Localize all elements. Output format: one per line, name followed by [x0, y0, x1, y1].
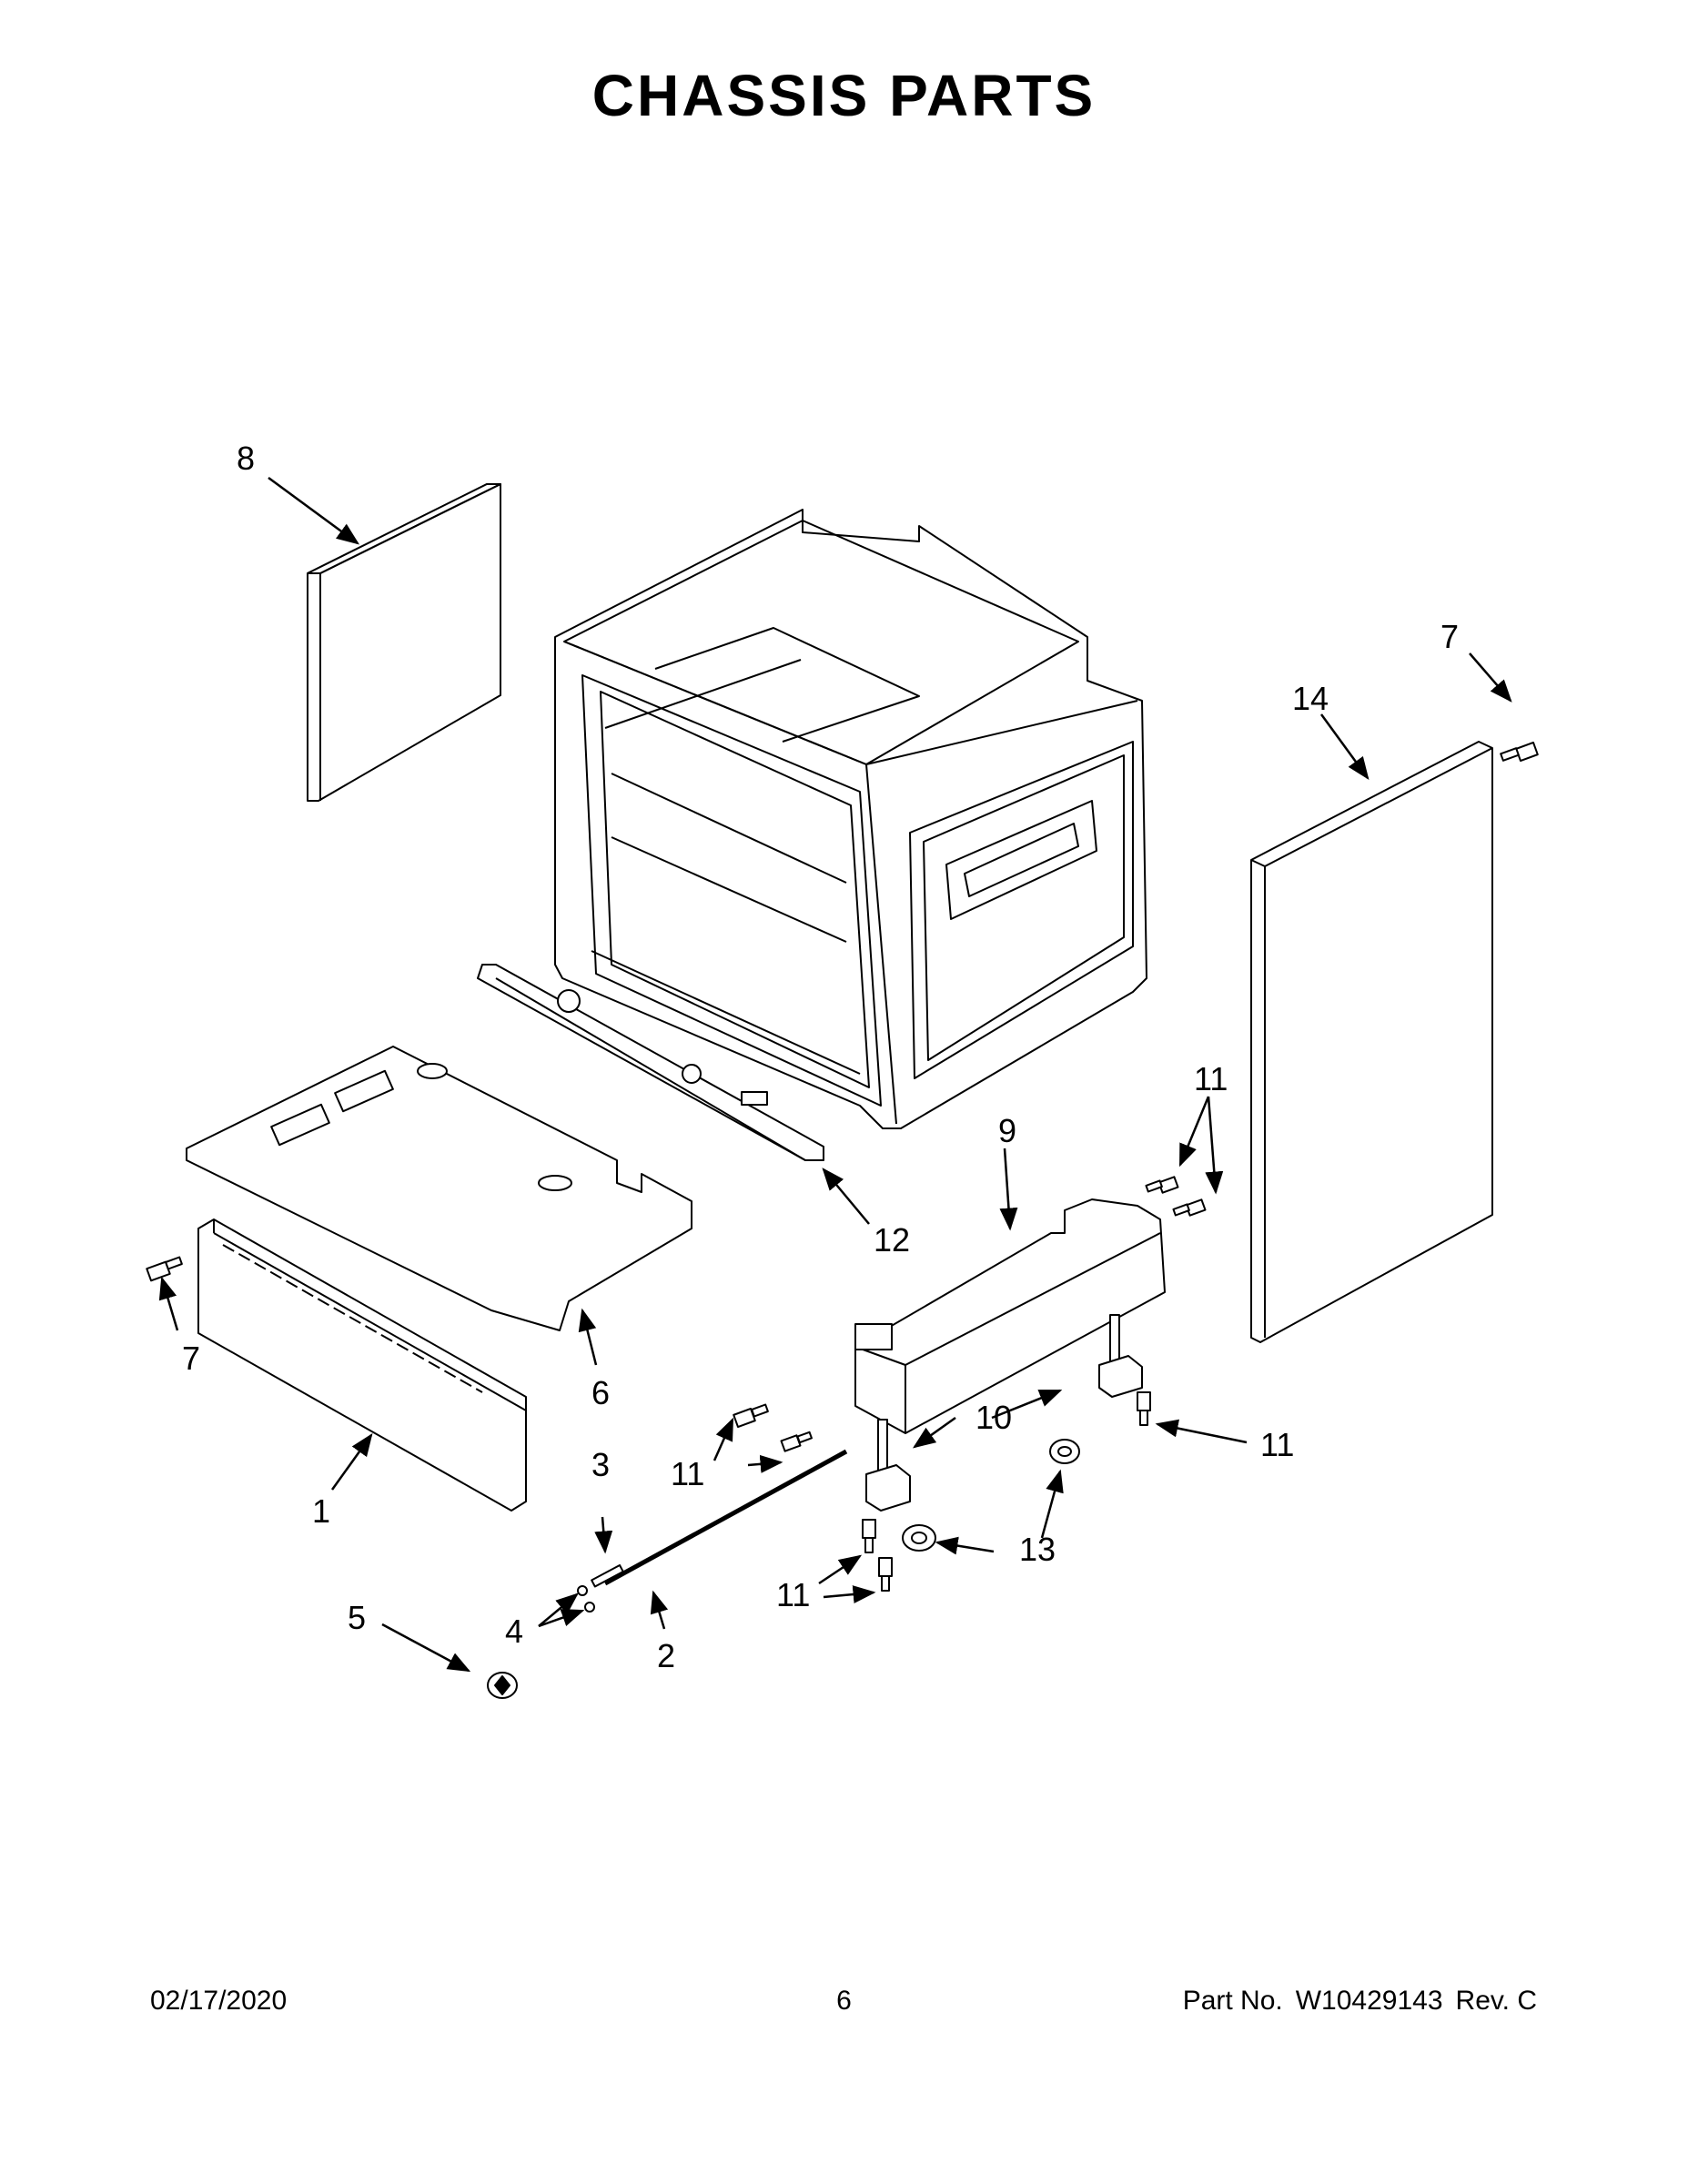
clip-lower — [584, 1602, 595, 1613]
callout-2: 2 — [657, 1637, 675, 1674]
bottom-panel — [186, 1046, 692, 1331]
front-rail-bracket — [477, 964, 824, 1161]
screw-11-mid-b — [780, 1431, 813, 1452]
callout-5: 5 — [348, 1599, 366, 1636]
callout-11-upper: 11 — [1194, 1060, 1228, 1097]
footer-part-info: Part No. W10429143 Rev. C — [1170, 1986, 1537, 2017]
part-number: W10429143 — [1295, 1986, 1443, 2016]
caster-right — [1049, 1439, 1080, 1464]
caster-left — [902, 1524, 936, 1552]
screw-11-lower-b — [878, 1557, 893, 1592]
drawer-rod — [603, 1449, 848, 1586]
screw-11-mid-a — [733, 1403, 769, 1428]
screw-7-left — [146, 1256, 183, 1282]
callout-8: 8 — [237, 440, 255, 477]
callout-11-right: 11 — [1260, 1426, 1294, 1463]
callout-1: 1 — [312, 1492, 330, 1530]
callout-11-lower: 11 — [776, 1576, 810, 1613]
callout-4: 4 — [505, 1613, 523, 1650]
callout-10: 10 — [975, 1399, 1012, 1436]
oven-chassis-frame — [554, 509, 1147, 1129]
footer-date: 02/17/2020 — [150, 1986, 288, 2016]
leveling-leg-left — [865, 1419, 911, 1512]
footer-page-number: 6 — [836, 1986, 852, 2016]
hub — [487, 1672, 518, 1699]
callout-9: 9 — [998, 1112, 1016, 1149]
clip-upper — [577, 1585, 588, 1596]
callout-7-left: 7 — [182, 1340, 200, 1377]
callout-14: 14 — [1292, 680, 1329, 717]
leader-arrows — [158, 476, 1512, 1673]
revision: Rev. C — [1455, 1986, 1537, 2016]
screw-11-lower-a — [862, 1519, 876, 1553]
callout-13: 13 — [1019, 1531, 1056, 1568]
left-side-panel — [307, 483, 501, 802]
screw-11-right — [1137, 1391, 1151, 1426]
callout-6: 6 — [591, 1374, 610, 1411]
screw-11-upper-b — [1172, 1198, 1207, 1217]
callout-labels: 8 7 14 11 9 12 7 6 10 11 1 3 11 13 11 5 … — [182, 440, 1459, 1674]
callout-11-mid: 11 — [671, 1455, 704, 1492]
leveling-leg-right — [1098, 1314, 1143, 1398]
screw-7-right — [1500, 742, 1539, 762]
part-label: Part No. — [1182, 1986, 1283, 2016]
pin — [591, 1564, 624, 1588]
callout-12: 12 — [874, 1221, 910, 1259]
callout-7-right: 7 — [1440, 618, 1459, 655]
callout-3: 3 — [591, 1446, 610, 1483]
page-title: CHASSIS PARTS — [591, 63, 1097, 128]
screw-11-upper-a — [1145, 1176, 1179, 1194]
leveling-bracket — [854, 1198, 1166, 1434]
right-side-panel — [1250, 741, 1493, 1343]
toe-kick-panel — [197, 1218, 527, 1512]
